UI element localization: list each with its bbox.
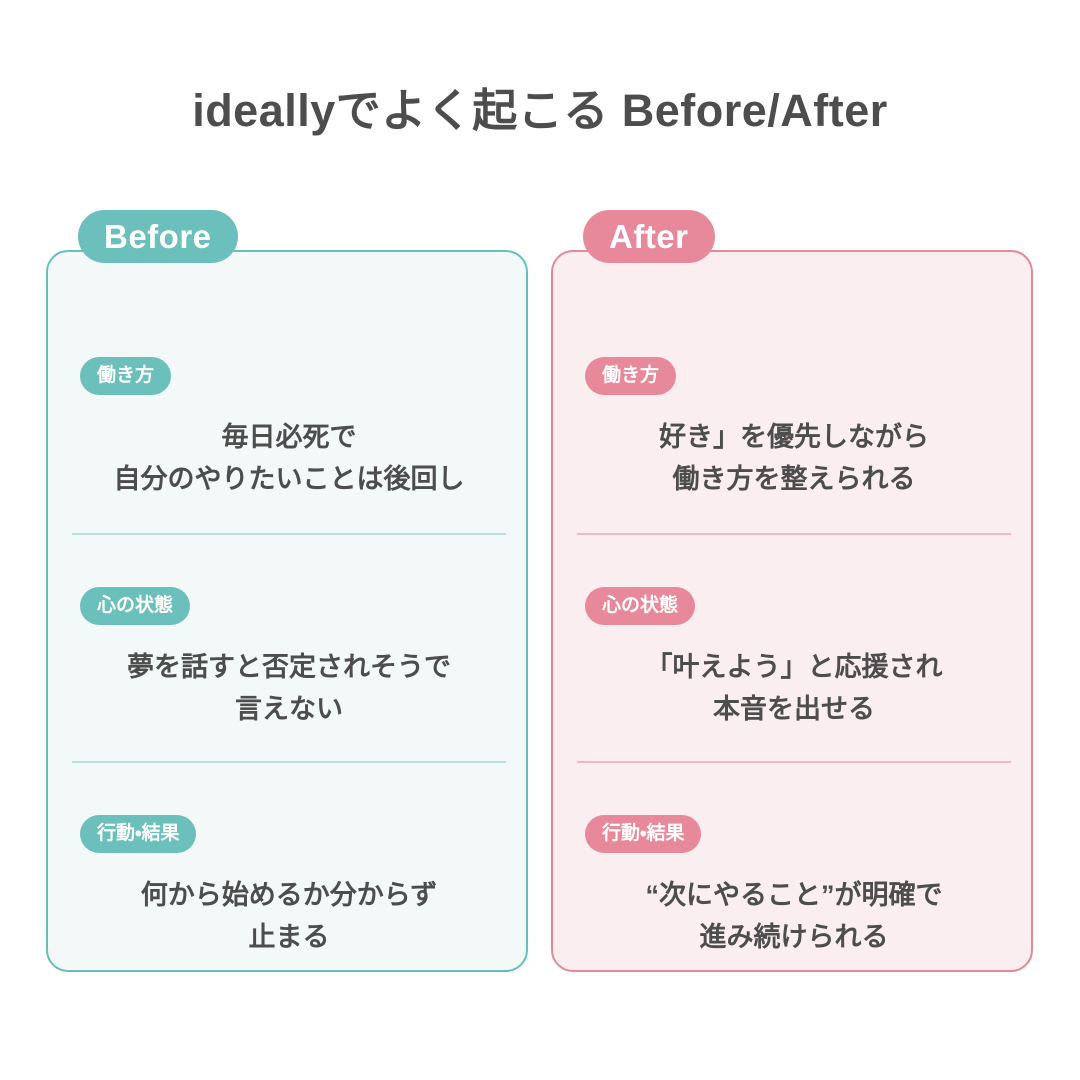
after-section-work-style: 働き方 好き」を優先しながら 働き方を整えられる xyxy=(577,305,1011,533)
page-title: ideallyでよく起こる Before/After xyxy=(192,85,888,136)
before-text-action-result: 何から始めるか分からず 止まる xyxy=(140,880,438,952)
before-text-mind-state: 夢を話すと否定されそうで 言えない xyxy=(127,652,451,724)
after-section-action-result: 行動・結果 “次にやること”が明確で 進み続けられる xyxy=(577,761,1011,989)
before-header-badge: Before xyxy=(78,210,238,263)
before-tag-mind-state: 心の状態 xyxy=(80,587,191,625)
before-card: 働き方 毎日必死で 自分のやりたいことは後回し 心の状態 夢を話すと否定されそう… xyxy=(46,250,528,972)
after-text-mind-state: 「叶えよう」と応援され 本音を出せる xyxy=(645,652,943,724)
after-tag-mind-state: 心の状態 xyxy=(585,587,696,625)
before-section-list: 働き方 毎日必死で 自分のやりたいことは後回し 心の状態 夢を話すと否定されそう… xyxy=(48,305,530,1014)
after-card: 働き方 好き」を優先しながら 働き方を整えられる 心の状態 「叶えよう」と応援さ… xyxy=(551,250,1033,972)
after-header-badge: After xyxy=(583,210,715,263)
after-tag-action-result: 行動・結果 xyxy=(585,815,702,853)
before-section-action-result: 行動・結果 何から始めるか分からず 止まる xyxy=(72,761,506,989)
comparison-columns: 働き方 毎日必死で 自分のやりたいことは後回し 心の状態 夢を話すと否定されそう… xyxy=(0,210,1080,1000)
before-section-mind-state: 心の状態 夢を話すと否定されそうで 言えない xyxy=(72,533,506,761)
before-section-work-style: 働き方 毎日必死で 自分のやりたいことは後回し xyxy=(72,305,506,533)
before-text-work-style: 毎日必死で 自分のやりたいことは後回し xyxy=(113,422,465,494)
before-column: 働き方 毎日必死で 自分のやりたいことは後回し 心の状態 夢を話すと否定されそう… xyxy=(46,210,528,1000)
after-column: 働き方 好き」を優先しながら 働き方を整えられる 心の状態 「叶えよう」と応援さ… xyxy=(551,210,1033,1000)
after-text-action-result: “次にやること”が明確で 進み続けられる xyxy=(645,880,943,952)
after-section-list: 働き方 好き」を優先しながら 働き方を整えられる 心の状態 「叶えよう」と応援さ… xyxy=(553,305,1035,1014)
after-section-mind-state: 心の状態 「叶えよう」と応援され 本音を出せる xyxy=(577,533,1011,761)
before-tag-work-style: 働き方 xyxy=(80,357,172,395)
after-text-work-style: 好き」を優先しながら 働き方を整えられる xyxy=(659,422,929,494)
after-tag-work-style: 働き方 xyxy=(585,357,677,395)
before-tag-action-result: 行動・結果 xyxy=(80,815,197,853)
